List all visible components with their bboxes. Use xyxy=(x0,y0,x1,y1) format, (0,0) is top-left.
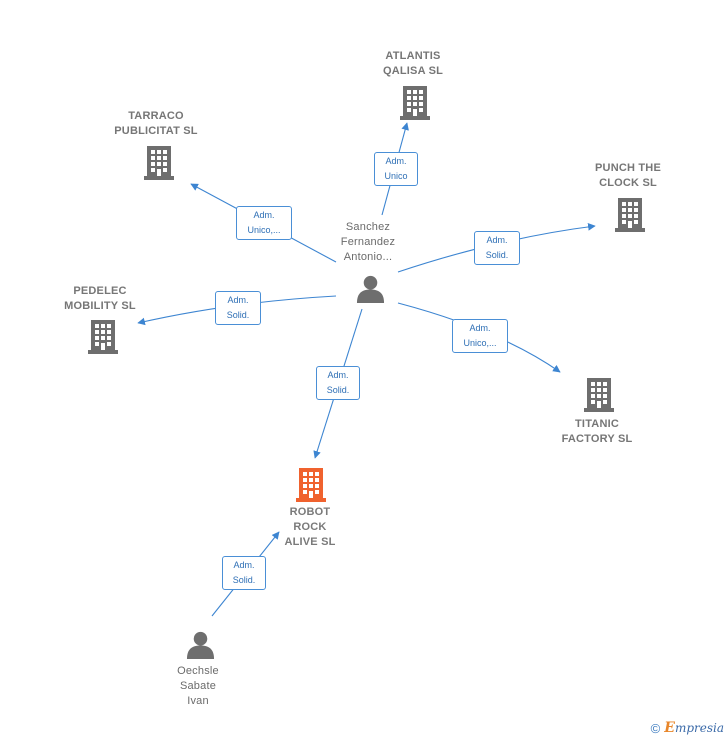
building-icon-robot[interactable] xyxy=(296,468,326,502)
company-label-robot[interactable]: ROBOT ROCK ALIVE SL xyxy=(284,506,336,548)
edge-label-oechsle: Adm. Solid. xyxy=(222,556,266,590)
building-icon-pedelec[interactable] xyxy=(88,320,118,354)
person-label-oechsle[interactable]: Oechsle Sabate Ivan xyxy=(177,665,219,707)
edge-label-robot: Adm. Solid. xyxy=(316,366,360,400)
company-label-tarraco[interactable]: TARRACO PUBLICITAT SL xyxy=(114,110,198,137)
edge-label-pedelec: Adm. Solid. xyxy=(215,291,261,325)
building-icon-punch[interactable] xyxy=(615,198,645,232)
person-icon-sanchez[interactable] xyxy=(356,275,385,303)
company-label-punch[interactable]: PUNCH THE CLOCK SL xyxy=(595,162,661,189)
edge-label-titanic: Adm. Unico,... xyxy=(452,319,508,353)
building-icon-atlantis[interactable] xyxy=(400,86,430,120)
copyright-icon: © xyxy=(650,720,661,736)
edge-label-atlantis: Adm. Unico xyxy=(374,152,418,186)
building-icon-titanic[interactable] xyxy=(584,378,614,412)
footer-brand[interactable]: © Empresia xyxy=(651,720,724,736)
person-label-sanchez[interactable]: Sanchez Fernandez Antonio... xyxy=(340,221,396,263)
company-label-titanic[interactable]: TITANIC FACTORY SL xyxy=(561,418,633,445)
edge-label-tarraco: Adm. Unico,... xyxy=(236,206,292,240)
company-label-pedelec[interactable]: PEDELEC MOBILITY SL xyxy=(64,285,136,312)
brand-logo: Empresia xyxy=(664,720,724,736)
building-icon-tarraco[interactable] xyxy=(144,146,174,180)
edge-label-punch: Adm. Solid. xyxy=(474,231,520,265)
company-label-atlantis[interactable]: ATLANTIS QALISA SL xyxy=(382,50,444,77)
person-icon-oechsle[interactable] xyxy=(186,631,215,659)
